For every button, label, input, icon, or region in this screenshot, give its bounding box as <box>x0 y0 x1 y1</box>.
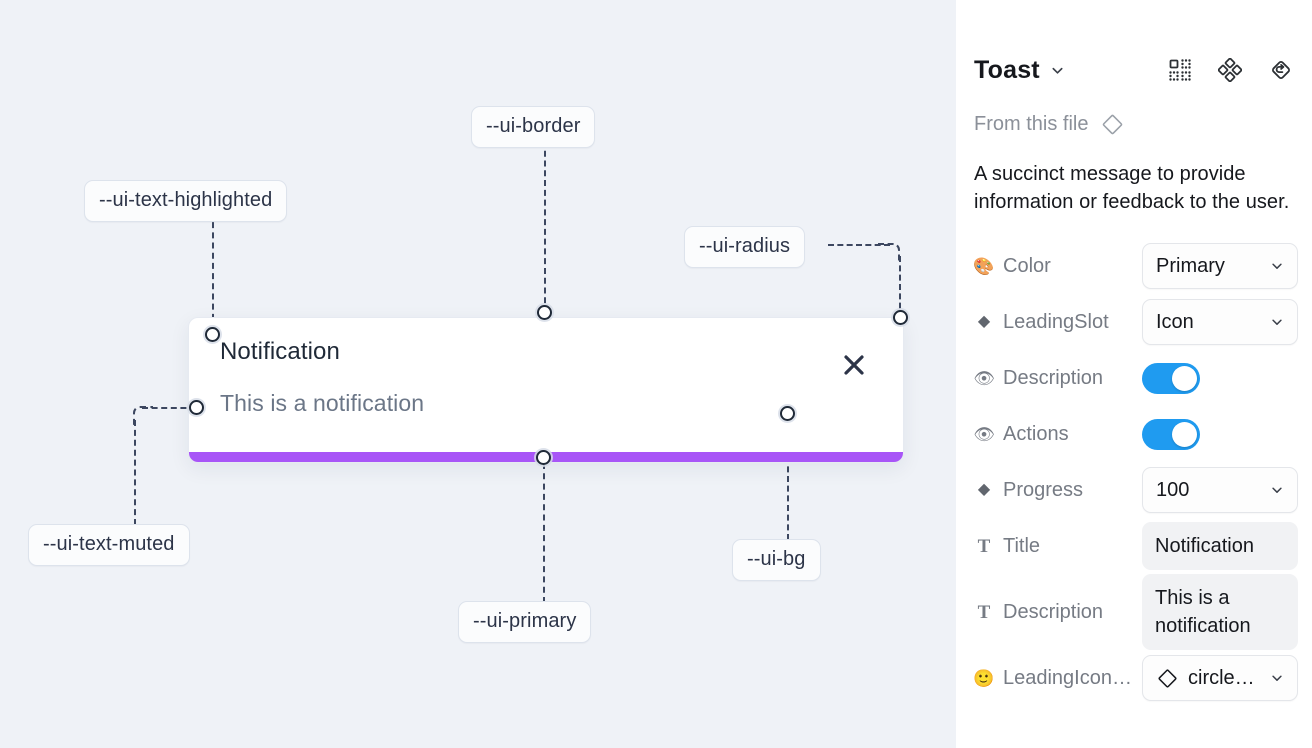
panel-header: Toast <box>974 50 1294 90</box>
variants-grid-icon[interactable] <box>1168 58 1192 82</box>
property-row-color: 🎨 Color Primary <box>974 238 1298 294</box>
diamond-icon <box>1100 112 1125 137</box>
property-row-title: T Title Notification <box>974 518 1298 574</box>
property-label-description-visible: 👁 Description <box>974 367 1142 390</box>
property-label-text: Description <box>1003 600 1104 623</box>
palette-emoji-icon: 🎨 <box>974 256 995 276</box>
property-row-actions-visible: 👁 Actions <box>974 406 1294 462</box>
connector-ui-border <box>544 141 546 313</box>
annotation-ui-text-muted[interactable]: --ui-text-muted <box>28 524 190 566</box>
connector-ui-radius-vertical <box>899 256 901 318</box>
leading-icon-select[interactable]: circle… <box>1142 655 1298 702</box>
chevron-down-icon <box>1270 483 1284 497</box>
property-label-title: T Title <box>974 535 1142 558</box>
connector-ui-text-highlighted <box>212 212 214 330</box>
properties-panel: Toast <box>956 0 1312 748</box>
description-field[interactable]: This is a notification <box>1142 574 1298 651</box>
annotation-ui-bg[interactable]: --ui-bg <box>732 539 821 581</box>
anchor-ui-bg[interactable] <box>778 404 797 423</box>
progress-select[interactable]: 100 <box>1142 467 1298 514</box>
toast-description: This is a notification <box>220 390 425 416</box>
smiley-emoji-icon: 🙂 <box>974 668 995 688</box>
from-this-file[interactable]: From this file <box>974 112 1294 137</box>
toast-component[interactable]: Notification This is a notification <box>188 317 904 463</box>
anchor-ui-text-muted[interactable] <box>187 398 206 417</box>
connector-ui-radius-corner <box>878 243 900 263</box>
property-label-text: LeadingSlot <box>1003 310 1109 333</box>
property-label-leading-icon: 🙂 LeadingIcon… <box>974 667 1142 690</box>
description-visible-toggle[interactable] <box>1142 362 1200 394</box>
property-label-description-text: T Description <box>974 601 1142 624</box>
annotation-ui-text-highlighted[interactable]: --ui-text-highlighted <box>84 180 288 222</box>
title-field[interactable]: Notification <box>1142 522 1298 571</box>
chevron-down-icon <box>1270 671 1284 685</box>
property-label-text: Description <box>1003 366 1104 389</box>
property-label-text: Actions <box>1003 422 1069 445</box>
text-t-icon: T <box>977 535 991 557</box>
connector-ui-text-muted-corner <box>133 406 153 426</box>
text-t-icon: T <box>977 601 991 623</box>
anchor-ui-text-highlighted[interactable] <box>203 325 222 344</box>
connector-ui-text-muted-vertical <box>134 420 136 525</box>
property-row-description-text: T Description This is a notification <box>974 574 1298 651</box>
chevron-down-icon <box>1270 259 1284 273</box>
color-select-value: Primary <box>1156 254 1225 277</box>
property-list: 🎨 Color Primary ◆ LeadingSlot <box>974 238 1298 706</box>
property-label-text: Title <box>1003 534 1041 557</box>
page-title: Toast <box>974 55 1040 84</box>
connector-ui-radius-horizontal <box>828 244 890 246</box>
leading-slot-select[interactable]: Icon <box>1142 299 1298 346</box>
design-canvas[interactable]: Notification This is a notification --ui… <box>0 0 956 748</box>
property-label-text: LeadingIcon… <box>1003 666 1132 689</box>
chevron-down-icon <box>1270 315 1284 329</box>
eye-emoji-icon: 👁 <box>974 424 995 444</box>
actions-visible-toggle[interactable] <box>1142 418 1200 450</box>
property-label-text: Progress <box>1003 478 1084 501</box>
diamond-icon <box>1156 667 1179 690</box>
anchor-ui-radius[interactable] <box>891 308 910 327</box>
property-label-color: 🎨 Color <box>974 255 1142 278</box>
property-label-leading-slot: ◆ LeadingSlot <box>974 311 1142 334</box>
property-label-progress: ◆ Progress <box>974 479 1142 502</box>
annotation-ui-primary[interactable]: --ui-primary <box>458 601 592 643</box>
close-icon[interactable] <box>841 352 867 378</box>
annotation-ui-border[interactable]: --ui-border <box>471 106 596 148</box>
panel-header-icons <box>1168 57 1294 83</box>
anchor-ui-border[interactable] <box>535 303 554 322</box>
diamond-icon: ◆ <box>977 313 991 331</box>
leading-slot-select-value: Icon <box>1156 310 1194 333</box>
chevron-down-icon[interactable] <box>1050 63 1065 78</box>
toast-title: Notification <box>220 338 340 365</box>
property-row-leading-icon: 🙂 LeadingIcon… circle… <box>974 650 1298 706</box>
reset-instance-icon[interactable] <box>1268 57 1294 83</box>
component-description: A succinct message to provide informatio… <box>974 163 1290 213</box>
property-label-actions-visible: 👁 Actions <box>974 423 1142 446</box>
connector-ui-bg <box>787 418 789 540</box>
property-row-description-visible: 👁 Description <box>974 350 1294 406</box>
property-row-progress: ◆ Progress 100 <box>974 462 1298 518</box>
connector-ui-primary <box>543 463 545 603</box>
anchor-ui-primary[interactable] <box>534 448 553 467</box>
diamond-icon: ◆ <box>977 481 991 499</box>
component-diamonds-icon[interactable] <box>1218 58 1242 82</box>
leading-icon-select-value: circle… <box>1188 666 1255 689</box>
property-label-text: Color <box>1003 254 1051 277</box>
property-row-leading-slot: ◆ LeadingSlot Icon <box>974 294 1298 350</box>
progress-select-value: 100 <box>1156 478 1190 501</box>
annotation-ui-radius[interactable]: --ui-radius <box>684 226 806 268</box>
color-select[interactable]: Primary <box>1142 243 1298 290</box>
eye-emoji-icon: 👁 <box>974 368 995 388</box>
from-this-file-label: From this file <box>974 113 1089 135</box>
connector-ui-text-muted-horizontal <box>142 407 196 409</box>
